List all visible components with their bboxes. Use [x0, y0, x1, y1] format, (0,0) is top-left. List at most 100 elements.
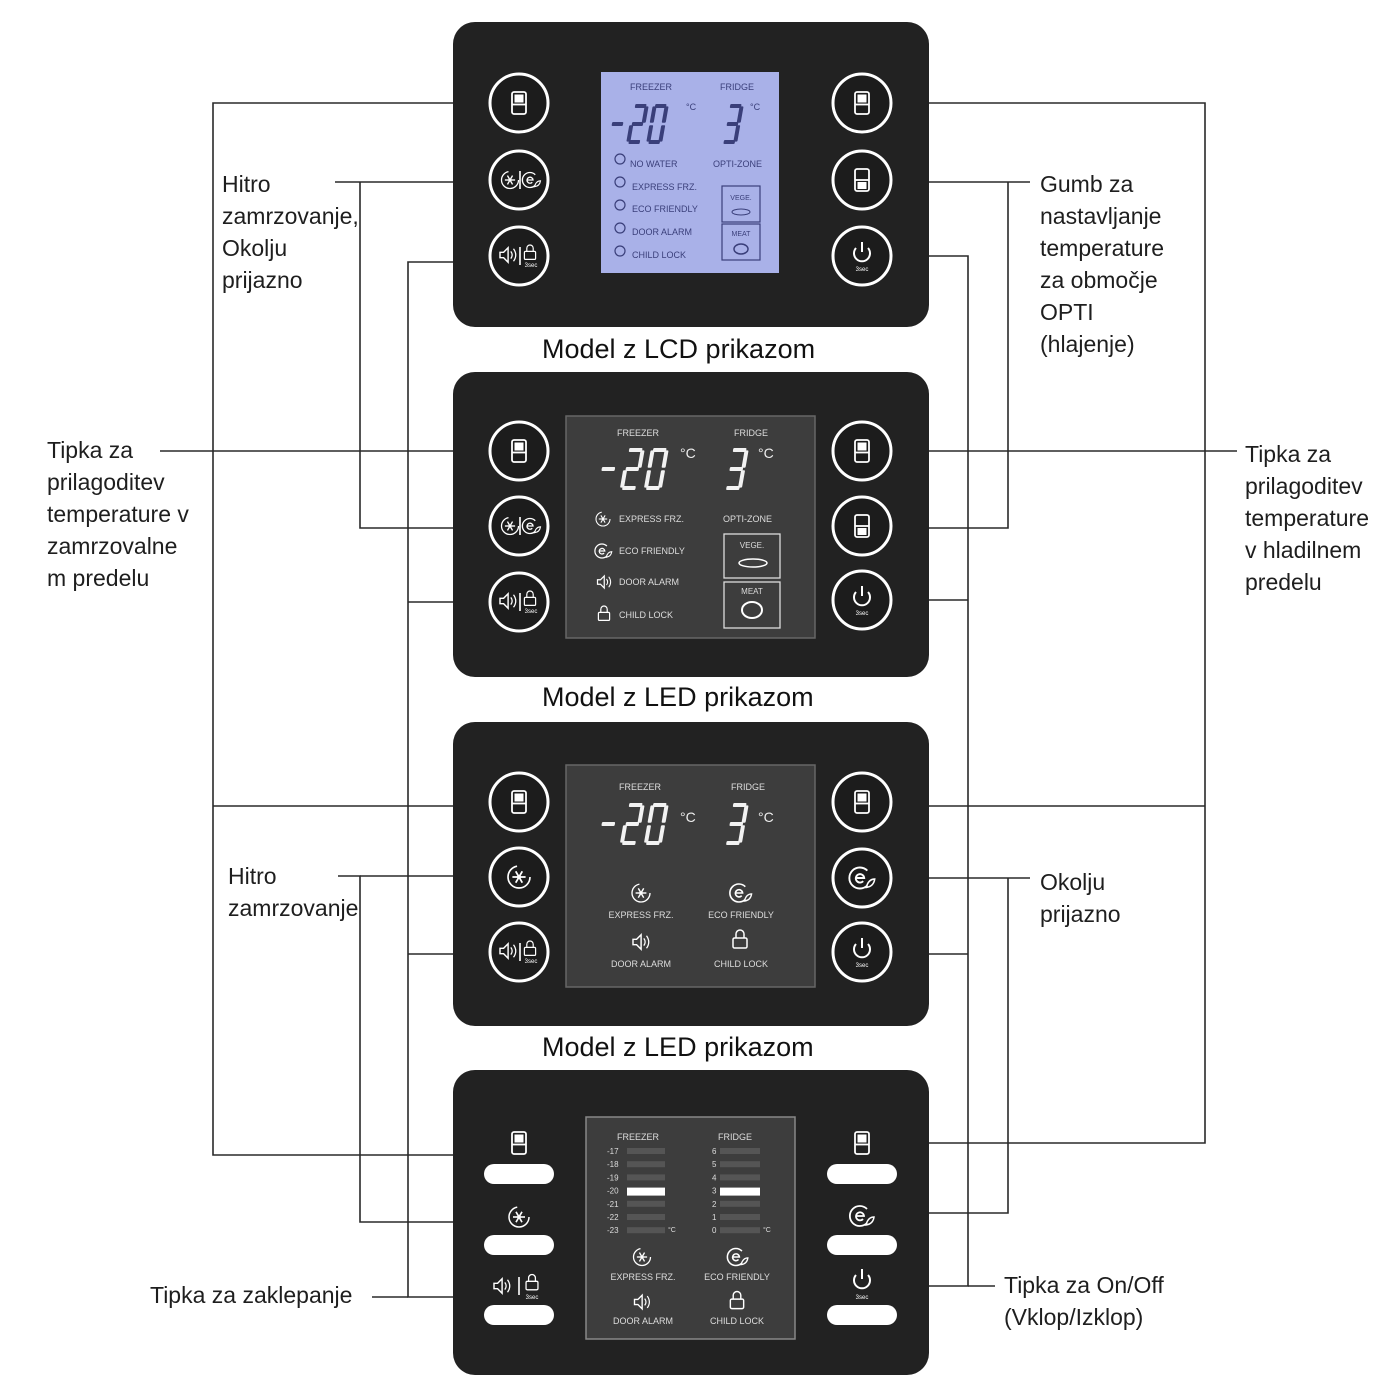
- alarm-lock-touch[interactable]: [484, 1305, 554, 1325]
- freezer-temp-button-ring: [488, 420, 550, 482]
- eco-friendly-touch[interactable]: [827, 1235, 897, 1255]
- segment-digit: [620, 803, 645, 845]
- freezer-scale-tick: -18: [607, 1160, 619, 1169]
- lcd-no-water: NO WATER: [630, 159, 678, 169]
- alarm-lock-button-ring: [488, 921, 550, 983]
- alarm-lock-button[interactable]: 3sec: [488, 225, 550, 287]
- eco-friendly-button[interactable]: [831, 847, 893, 909]
- fridge-temp-button[interactable]: [831, 771, 893, 833]
- fridge-temp-button-ring: [831, 771, 893, 833]
- freezer-temp-button[interactable]: [488, 420, 550, 482]
- led-door-alarm: DOOR ALARM: [619, 577, 679, 587]
- lcd-indicator-icon: [614, 199, 626, 211]
- fridge-scale-bar: [720, 1214, 760, 1220]
- callout-tipka-zaklepanje: Tipka za zaklepanje: [150, 1279, 352, 1311]
- led-eco: ECO FRIENDLY: [619, 546, 685, 556]
- fridge-scale-unit: °C: [763, 1226, 771, 1234]
- power-button-ring: [831, 921, 893, 983]
- express-eco-button[interactable]: [488, 495, 550, 557]
- segment: [628, 803, 643, 807]
- freezer-scale-tick: -17: [607, 1147, 619, 1156]
- led-unit: °C: [680, 445, 696, 461]
- opti-zone-button[interactable]: [831, 495, 893, 557]
- segment: [646, 125, 654, 142]
- segment: [726, 122, 739, 126]
- alarm-lock-button-ring: [488, 225, 550, 287]
- segment: [641, 106, 649, 123]
- led-vege-box: [723, 533, 781, 579]
- segment: [622, 841, 636, 845]
- segment: [729, 822, 744, 826]
- lcd-eco: ECO FRIENDLY: [632, 204, 698, 214]
- callout-tipka-hladilni: Tipka za prilagoditev temperature v hlad…: [1245, 438, 1369, 598]
- alarm-lock-button[interactable]: 3sec: [488, 571, 550, 633]
- segment: [601, 822, 616, 826]
- segment: [661, 805, 669, 823]
- led-unit: °C: [680, 809, 696, 825]
- segment-digit: [646, 104, 669, 144]
- segment: [741, 805, 749, 823]
- meat-icon: [733, 243, 749, 255]
- segment: [658, 125, 666, 142]
- segment: [738, 825, 745, 843]
- fridge-door-icon: [854, 168, 870, 192]
- segment: [634, 104, 647, 108]
- segment: [620, 470, 627, 488]
- segment: [625, 467, 640, 471]
- power-button[interactable]: 3sec: [831, 921, 893, 983]
- lcd-screen: [601, 72, 779, 273]
- express-freeze-touch[interactable]: [484, 1235, 554, 1255]
- callout-line: (hlajenje): [1040, 331, 1135, 357]
- led-express: EXPRESS FRZ.: [619, 514, 684, 524]
- fridge-scale-bar: [720, 1174, 760, 1181]
- power-button[interactable]: 3sec: [831, 225, 893, 287]
- scale-eco: ECO FRIENDLY: [704, 1272, 770, 1282]
- segment: [723, 140, 736, 144]
- freezer-temp-touch[interactable]: [484, 1164, 554, 1184]
- segment: [637, 450, 645, 468]
- model-label-led-1: Model z LED prikazom: [542, 682, 814, 712]
- fridge-scale-tick: 4: [712, 1173, 717, 1182]
- led-freezer-label: FREEZER: [619, 782, 662, 792]
- scale-freezer-label: FREEZER: [617, 1132, 660, 1142]
- segment: [729, 104, 742, 108]
- freezer-temp-button[interactable]: [488, 72, 550, 134]
- freezer-scale-tick: -19: [607, 1173, 619, 1182]
- fridge-scale-tick: 6: [712, 1147, 717, 1156]
- power-button-ring: [831, 569, 893, 631]
- segment: [628, 448, 643, 452]
- callout-line: Tipka za On/Off: [1004, 1272, 1164, 1298]
- segment: [732, 803, 747, 807]
- express-eco-button[interactable]: [488, 149, 550, 211]
- segment-digit: [723, 104, 744, 144]
- led-unit: °C: [758, 809, 774, 825]
- segment: [649, 106, 657, 123]
- segment-digit: [726, 803, 749, 845]
- freezer-temp-button[interactable]: [488, 771, 550, 833]
- freezer-temp-button-ring: [488, 72, 550, 134]
- led-child-lock: CHILD LOCK: [619, 610, 673, 620]
- lcd-freezer-label: FREEZER: [630, 82, 673, 92]
- segment-digit: [620, 448, 645, 490]
- segment: [729, 467, 744, 471]
- segment: [658, 470, 665, 488]
- segment-digit: [726, 448, 749, 490]
- fridge-temp-button[interactable]: [831, 420, 893, 482]
- fridge-temp-touch[interactable]: [827, 1164, 897, 1184]
- segment: [661, 106, 669, 123]
- alarm-lock-button[interactable]: 3sec: [488, 921, 550, 983]
- power-touch[interactable]: [827, 1305, 897, 1325]
- segment: [741, 450, 749, 468]
- carrot-icon: [738, 558, 768, 568]
- segment: [644, 470, 651, 488]
- callout-line: Tipka za: [1245, 441, 1332, 467]
- callout-line: prilagoditev: [47, 469, 165, 495]
- callout-tipka-zamrzovalni: Tipka za prilagoditev temperature v zamr…: [47, 434, 189, 594]
- scale-door-alarm: DOOR ALARM: [613, 1316, 673, 1326]
- power-button[interactable]: 3sec: [831, 569, 893, 631]
- fridge-temp-button[interactable]: [831, 72, 893, 134]
- express-freeze-button[interactable]: [488, 846, 550, 908]
- opti-zone-button[interactable]: [831, 149, 893, 211]
- callout-line: OPTI: [1040, 299, 1094, 325]
